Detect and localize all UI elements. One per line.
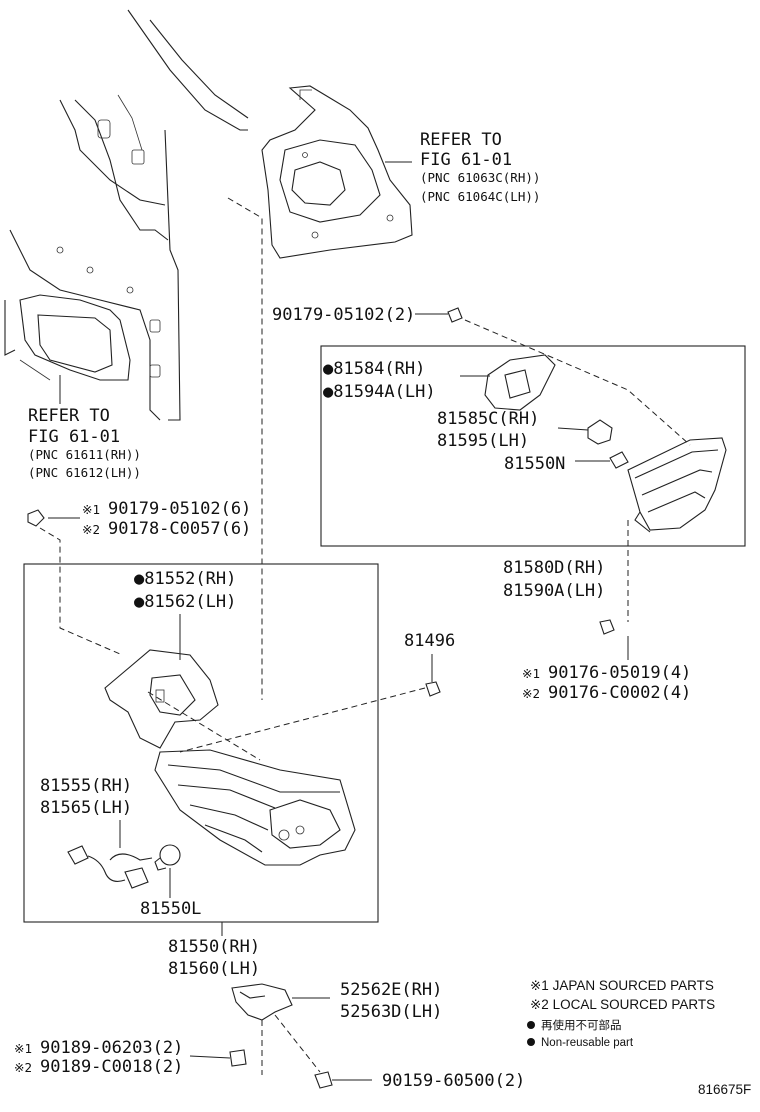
inner-assy-rh-label: 81580D(RH) bbox=[503, 558, 605, 578]
nut-right-mark2: ※2 bbox=[522, 686, 540, 701]
outer-lamp-gasket-drawing bbox=[104, 649, 219, 749]
legend-bullet-en bbox=[527, 1038, 535, 1046]
nut-right-drawing bbox=[599, 619, 615, 635]
leader-lines bbox=[48, 161, 629, 1081]
screw-bottom-label: 90159-60500(2) bbox=[382, 1071, 525, 1091]
refer-left-pnc-rh: (PNC 61611(RH)) bbox=[28, 447, 141, 462]
inner-socket-rh-label: 81585C(RH) bbox=[437, 409, 539, 429]
inner-socket-lh-label: 81595(LH) bbox=[437, 431, 529, 451]
outer-assy-rh-label: 81550(RH) bbox=[168, 937, 260, 957]
outer-gasket-rh-label: ●81552(RH) bbox=[134, 569, 236, 589]
diagram-id: 816675F bbox=[698, 1082, 751, 1097]
screw-bl-part2: 90189-C0018(2) bbox=[40, 1057, 183, 1077]
screw-top-label: 90179-05102(2) bbox=[272, 305, 415, 325]
refer-upper-line2: FIG 61-01 bbox=[420, 150, 512, 170]
refer-upper-line1: REFER TO bbox=[420, 130, 502, 150]
screw-bl-mark2: ※2 bbox=[14, 1060, 32, 1075]
upper-panel-drawing bbox=[261, 85, 413, 259]
outer-lamp-group-frame bbox=[23, 563, 379, 923]
legend-note-local: ※2 LOCAL SOURCED PARTS bbox=[530, 997, 715, 1012]
refer-upper-pnc-lh: (PNC 61064C(LH)) bbox=[420, 189, 540, 204]
inner-lamp-group-frame bbox=[320, 345, 746, 547]
nut-left-part1: 90179-05102(6) bbox=[108, 499, 251, 519]
wire-rh-label: 81555(RH) bbox=[40, 776, 132, 796]
nut-left-part2: 90178-C0057(6) bbox=[108, 519, 251, 539]
refer-left-pnc-lh: (PNC 61612(LH)) bbox=[28, 465, 141, 480]
inner-lamp-gasket-drawing bbox=[484, 354, 556, 411]
bracket-rh-label: 52562E(RH) bbox=[340, 980, 442, 1000]
bracket-drawing bbox=[231, 983, 293, 1021]
legend-note-nonreusable-jp: 再使用不可部品 bbox=[541, 1018, 622, 1032]
screw-bl-mark1: ※1 bbox=[14, 1041, 32, 1056]
outer-lamp-assembly-drawing bbox=[154, 749, 356, 866]
nut-right-mark1: ※1 bbox=[522, 666, 540, 681]
outer-assy-lh-label: 81560(LH) bbox=[168, 959, 260, 979]
outer-gasket-lh-label: ●81562(LH) bbox=[134, 592, 236, 612]
nut-right-part2: 90176-C0002(4) bbox=[548, 683, 691, 703]
refer-left-line2: FIG 61-01 bbox=[28, 427, 120, 447]
refer-upper-pnc-rh: (PNC 61063C(RH)) bbox=[420, 170, 540, 185]
inner-bulb-label: 81550N bbox=[504, 454, 565, 474]
body-panel-drawing bbox=[4, 9, 249, 421]
inner-gasket-lh-label: ●81594A(LH) bbox=[323, 382, 436, 402]
screw-bottom-drawing bbox=[314, 1071, 333, 1089]
inner-lamp-bulb-drawing bbox=[609, 451, 629, 469]
inner-lamp-assembly-drawing bbox=[627, 437, 727, 533]
wire-harness-drawing bbox=[67, 845, 153, 889]
screw-bottom-left-drawing bbox=[229, 1049, 247, 1067]
legend-note-japan: ※1 JAPAN SOURCED PARTS bbox=[530, 978, 714, 993]
outer-bulb-label: 81550L bbox=[140, 899, 201, 919]
dashed-guides bbox=[39, 197, 691, 1075]
bracket-lh-label: 52563D(LH) bbox=[340, 1002, 442, 1022]
screw-bl-part1: 90189-06203(2) bbox=[40, 1038, 183, 1058]
legend-bullet-jp bbox=[527, 1021, 535, 1029]
nut-left-drawing bbox=[27, 509, 45, 527]
screw-top-drawing bbox=[447, 307, 463, 323]
nut-left-mark1: ※1 bbox=[82, 502, 100, 517]
wire-lh-label: 81565(LH) bbox=[40, 798, 132, 818]
outer-lamp-bulb-drawing bbox=[154, 844, 181, 871]
legend-note-nonreusable-en: Non-reusable part bbox=[541, 1037, 634, 1049]
refer-left-line1: REFER TO bbox=[28, 406, 110, 426]
inner-gasket-rh-label: ●81584(RH) bbox=[323, 359, 425, 379]
nut-right-part1: 90176-05019(4) bbox=[548, 663, 691, 683]
inner-assy-lh-label: 81590A(LH) bbox=[503, 581, 605, 601]
inner-lamp-socket-drawing bbox=[587, 419, 613, 445]
clip-label: 81496 bbox=[404, 631, 455, 651]
clip-drawing bbox=[425, 681, 441, 697]
nut-left-mark2: ※2 bbox=[82, 522, 100, 537]
